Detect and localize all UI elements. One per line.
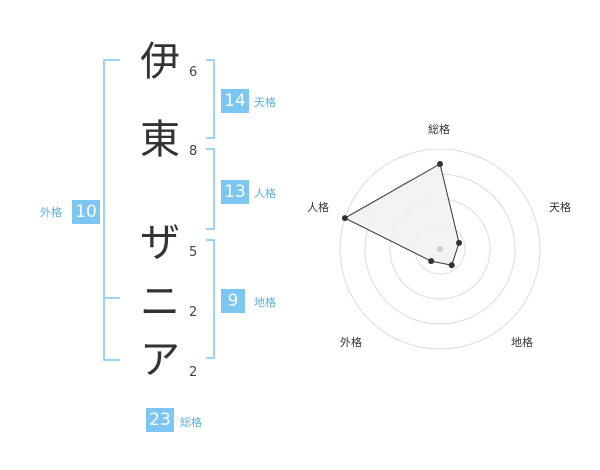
soukaku-label: 総格 [180, 416, 202, 429]
radar-point [428, 258, 435, 265]
name-char-2: 東 [140, 117, 180, 163]
stroke-count-3: 5 [189, 245, 198, 260]
jinkaku-label: 人格 [254, 187, 276, 200]
chikaku-value: 9 [221, 289, 245, 313]
name-char-1: 伊 [140, 39, 180, 85]
name-char-3: ザ [140, 220, 180, 266]
name-char-5: ア [140, 337, 180, 383]
gaikaku-value: 10 [72, 200, 100, 224]
radar-axis-label-gaikaku: 外格 [340, 336, 362, 349]
radar-point [341, 215, 348, 222]
jinkaku-value: 13 [221, 180, 249, 204]
tenkaku-value: 14 [221, 89, 249, 113]
radar-axis-label-tenkaku: 天格 [549, 201, 571, 214]
radar-axis-label-soukaku: 総格 [428, 123, 450, 136]
radar-axis-label-chikaku: 地格 [511, 336, 533, 349]
stroke-count-2: 8 [189, 144, 198, 159]
radar-value-polygon [343, 163, 460, 266]
radar-ring [339, 148, 541, 350]
name-char-4: ニ [140, 279, 180, 325]
stroke-count-4: 2 [189, 305, 198, 320]
chikaku-label: 地格 [254, 296, 276, 309]
gaikaku-label: 外格 [40, 206, 62, 219]
stroke-count-5: 2 [189, 365, 198, 380]
radar-point [448, 262, 455, 269]
radar-point [456, 239, 463, 246]
tenkaku-label: 天格 [254, 96, 276, 109]
radar-center-dot [437, 246, 443, 252]
radar-axis-label-jinkaku: 人格 [307, 201, 329, 214]
radar-point [437, 161, 443, 167]
stroke-count-1: 6 [189, 65, 198, 80]
soukaku-value: 23 [146, 408, 174, 432]
